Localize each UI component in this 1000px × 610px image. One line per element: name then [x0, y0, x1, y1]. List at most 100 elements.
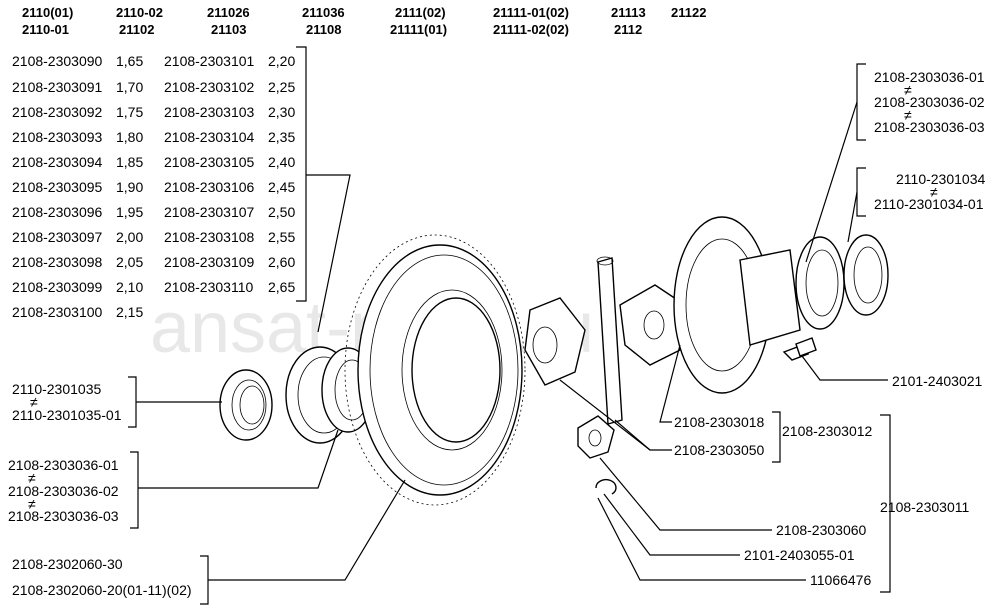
shim-part-number: 2108-2303090: [12, 53, 103, 69]
shim-part-number: 2108-2303104: [164, 129, 255, 145]
shim-part-number: 2108-2303109: [164, 254, 255, 270]
model-code: 21122: [671, 5, 706, 20]
label-housing: 2108-2303012: [782, 423, 873, 439]
label-ring-gear: 2108-2302060-30 2108-2302060-20(01-11)(0…: [12, 479, 406, 605]
shim-part-number: 2108-2303101: [164, 53, 255, 69]
part-label: 2108-2303050: [674, 442, 765, 458]
shim-part-number: 2108-2303099: [12, 279, 103, 295]
part-label: 2108-2303036-02: [8, 483, 119, 499]
model-code: 2112: [614, 22, 642, 37]
oil-seal-right: [843, 234, 889, 316]
shim-part-number: 2108-2303097: [12, 229, 103, 245]
part-label: 2108-2303036-03: [874, 119, 985, 135]
shim-thickness: 2,15: [116, 304, 143, 320]
label-bearing-left: 2108-2303036-01 ≠ 2108-2303036-02 ≠ 2108…: [8, 429, 339, 529]
part-label: 2108-2303012: [782, 423, 873, 439]
shim-thickness: 2,10: [116, 279, 143, 295]
alt-symbol: ≠: [904, 107, 912, 123]
shim-thickness: 1,90: [116, 179, 143, 195]
shim-thickness: 2,60: [268, 254, 295, 270]
small-pinion: [577, 415, 615, 459]
label-assembly: 2108-2303011: [880, 414, 969, 593]
shim-part-number: 2108-2303096: [12, 204, 103, 220]
part-label: 2110-2301035-01: [12, 407, 122, 423]
model-code: 211026: [207, 5, 250, 20]
shim-part-number: 2108-2303110: [164, 279, 253, 295]
shim-part-number: 2108-2303095: [12, 179, 103, 195]
shim-part-number: 2108-2303102: [164, 79, 255, 95]
part-label: 2108-2303036-01: [8, 457, 119, 473]
shim-part-number: 2108-2303092: [12, 104, 103, 120]
model-code: 21103: [211, 22, 246, 37]
model-code: 21113: [611, 5, 646, 20]
model-code: 21111-02(02): [493, 22, 569, 37]
model-code: 21111-01(02): [493, 5, 569, 20]
part-label: 2108-2303036-03: [8, 508, 119, 524]
part-label: 2108-2303011: [880, 499, 969, 515]
shim-part-number: 2108-2303098: [12, 254, 103, 270]
part-label: 2101-2403021: [892, 373, 983, 389]
shim-column-left: 2108-2303090 1,65 2108-2303091 1,70 2108…: [12, 53, 143, 320]
model-code: 21111(01): [390, 22, 447, 37]
alt-symbol: ≠: [30, 394, 38, 410]
shim-table-bracket: [296, 46, 307, 302]
circlip: [595, 478, 617, 495]
part-label: 2110-2301035: [12, 381, 101, 397]
part-label: 2101-2403055-01: [744, 547, 855, 563]
shim-thickness: 2,05: [116, 254, 143, 270]
parts-drawing: [219, 216, 889, 506]
shim-thickness: 1,85: [116, 154, 143, 170]
shim-thickness: 2,30: [268, 104, 295, 120]
shim-part-number: 2108-2303100: [12, 304, 103, 320]
shim-thickness: 2,40: [268, 154, 295, 170]
part-label: 11066476: [810, 572, 871, 588]
bolt: [782, 337, 817, 361]
label-washer: 2101-2403055-01: [603, 493, 855, 563]
shim-part-number: 2108-2303091: [12, 79, 103, 95]
alt-symbol: ≠: [930, 184, 938, 200]
part-label: 2108-2302060-30: [12, 556, 123, 572]
shim-leader-line: [306, 174, 351, 333]
shim-part-number: 2108-2303103: [164, 104, 255, 120]
part-label: 2108-2302060-20(01-11)(02): [12, 582, 192, 598]
model-code: 2111(02): [395, 5, 446, 20]
part-label: 2108-2303018: [674, 414, 765, 430]
model-code: 2110(01): [22, 5, 73, 20]
label-seal-left: 2110-2301035 ≠ 2110-2301035-01: [12, 376, 222, 428]
model-code: 21108: [306, 22, 341, 37]
label-shaft-gear: 2108-2303018 2108-2303050: [559, 344, 781, 463]
shim-thickness: 2,55: [268, 229, 295, 245]
shim-part-number: 2108-2303105: [164, 154, 255, 170]
shim-thickness: 2,35: [268, 129, 295, 145]
model-code: 2110-02: [116, 5, 163, 20]
label-seal-right: 2110-2301034 ≠ 2110-2301034-01: [847, 167, 985, 243]
shim-part-number: 2108-2303094: [12, 154, 103, 170]
part-label: 2108-2303060: [776, 522, 867, 538]
part-label: 2110-2301034: [896, 171, 985, 187]
shim-column-right: 2108-2303101 2,20 2108-2303102 2,25 2108…: [164, 53, 295, 295]
alt-symbol: ≠: [28, 496, 36, 512]
satellite-shaft: [596, 256, 623, 425]
shim-part-number: 2108-2303093: [12, 129, 103, 145]
shim-thickness: 1,70: [116, 79, 143, 95]
shim-thickness: 2,45: [268, 179, 295, 195]
model-code: 21102: [119, 22, 154, 37]
alt-symbol: ≠: [904, 82, 912, 98]
shim-part-number: 2108-2303108: [164, 229, 255, 245]
shim-thickness: 1,95: [116, 204, 143, 220]
shim-thickness: 2,65: [268, 279, 295, 295]
shim-table: 2108-2303090 1,65 2108-2303091 1,70 2108…: [12, 46, 351, 333]
shim-thickness: 2,00: [116, 229, 143, 245]
shim-part-number: 2108-2303107: [164, 204, 255, 220]
differential-housing: [673, 216, 801, 394]
shim-thickness: 1,80: [116, 129, 143, 145]
shim-thickness: 2,50: [268, 204, 295, 220]
oil-seal-left: [219, 369, 273, 441]
shim-part-number: 2108-2303106: [164, 179, 255, 195]
shim-thickness: 1,75: [116, 104, 143, 120]
shim-thickness: 2,20: [268, 53, 295, 69]
alt-symbol: ≠: [28, 470, 36, 486]
part-label: 2108-2303036-02: [874, 94, 985, 110]
shim-thickness: 2,25: [268, 79, 295, 95]
